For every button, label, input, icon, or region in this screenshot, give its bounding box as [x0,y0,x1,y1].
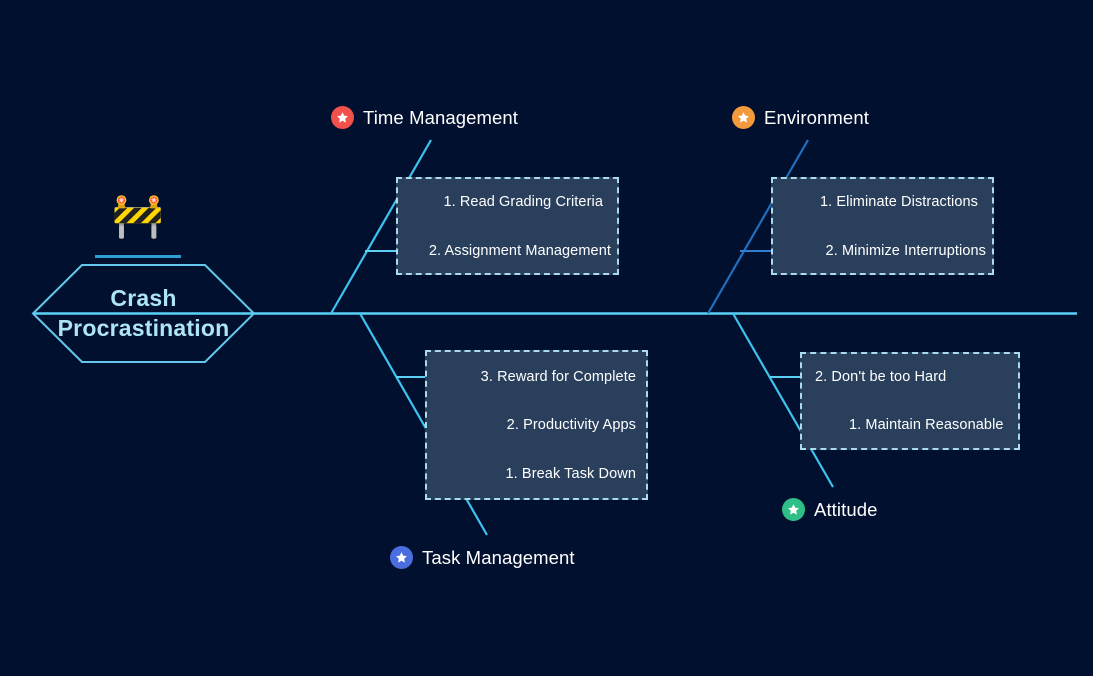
cause-label-task-management-3: 1. Break Task Down [505,466,636,482]
problem-title-line1: Crash [110,285,177,312]
category-label-attitude: Attitude [814,498,878,520]
cause-label-environment-1: 1. Eliminate Distractions [819,194,978,210]
cause-label-attitude-2: 1. Maintain Reasonable [849,417,1004,433]
construction-barrier-icon: 🚧 [111,192,165,239]
category-time-management[interactable]: Time Management [331,106,518,129]
cause-label-task-management-1: 3. Reward for Complete [480,369,636,385]
category-label-task-management: Task Management [422,546,575,568]
cause-box-time-management [396,177,619,275]
rib-time-management [330,139,432,315]
cause-label-time-management-2: 2. Assignment Management [428,243,611,259]
cause-label-task-management-2: 2. Productivity Apps [506,417,636,433]
problem-title-line2: Procrastination [57,314,230,341]
star-icon-time-management [331,106,354,129]
cause-box-task-management [425,350,648,500]
problem-statement-text: Crash Procrastination [58,284,230,343]
cause-box-environment [771,177,994,275]
category-label-environment: Environment [764,106,869,128]
head-hexagon [31,264,256,363]
problem-statement-head: Crash Procrastination [33,265,254,362]
rib-attitude [732,312,834,488]
star-icon-attitude [782,498,805,521]
category-label-time-management: Time Management [363,106,519,128]
cause-label-time-management-1: 1. Read Grading Criteria [443,194,603,210]
category-task-management[interactable]: Task Management [390,546,575,569]
cause-label-attitude-1: 2. Don't be too Hard [815,369,947,385]
category-attitude[interactable]: Attitude [782,498,878,521]
rib-environment [707,139,809,315]
cause-label-environment-2: 2. Minimize Interruptions [825,243,986,259]
cause-box-attitude [800,352,1020,450]
category-environment[interactable]: Environment [732,106,869,129]
star-icon-task-management [390,546,413,569]
star-icon-environment [732,106,755,129]
